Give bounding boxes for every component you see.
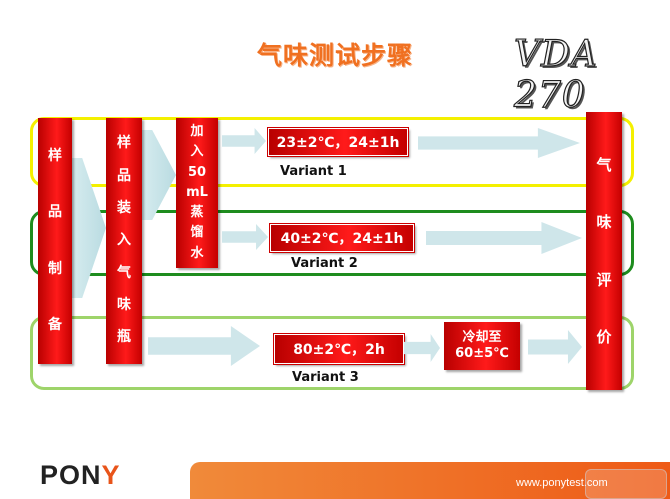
v2-condition-box: 40±2℃，24±1h xyxy=(269,223,415,253)
variant-1-ring xyxy=(30,117,634,187)
variant-3-label: Variant 3 xyxy=(292,370,359,385)
slide-title: 气味测试步骤 xyxy=(256,41,413,70)
sample-prep-box: 样 品 制 备 xyxy=(38,118,72,364)
add-water-box: 加 入 50 mL 蒸 馏 水 xyxy=(176,118,218,268)
load-bottle-char-7: 瓶 xyxy=(117,329,131,346)
variant-2-ring xyxy=(30,210,634,276)
load-bottle-box: 样 品 装 入 气 味 瓶 xyxy=(106,118,142,364)
cool-step-line-2: 60±5℃ xyxy=(455,346,509,361)
sample-prep-char-1: 样 xyxy=(48,147,62,164)
evaluation-char-4: 价 xyxy=(596,328,612,346)
add-water-char-1: 加 xyxy=(190,123,204,139)
add-water-char-4: mL xyxy=(186,184,208,200)
sample-prep-char-3: 制 xyxy=(48,260,62,277)
add-water-char-6: 馏 xyxy=(190,225,204,241)
watermark-logo xyxy=(585,469,667,499)
load-bottle-char-4: 入 xyxy=(117,232,131,249)
load-bottle-char-3: 装 xyxy=(117,200,131,216)
load-bottle-char-6: 味 xyxy=(117,296,131,313)
footer-bar xyxy=(190,462,670,499)
cool-step-box: 冷却至 60±5℃ xyxy=(444,322,520,370)
evaluation-char-2: 味 xyxy=(596,213,612,231)
load-bottle-char-1: 样 xyxy=(117,135,131,152)
pony-logo: PONY xyxy=(40,460,121,491)
variant-1-label: Variant 1 xyxy=(280,164,347,179)
pony-logo-accent: Y xyxy=(101,460,121,490)
v1-condition-box: 23±2℃，24±1h xyxy=(267,127,409,157)
evaluation-box: 气 味 评 价 xyxy=(586,112,622,390)
pony-logo-main: PON xyxy=(40,460,102,490)
variant-2-label: Variant 2 xyxy=(291,256,358,271)
add-water-char-7: 水 xyxy=(190,245,204,261)
load-bottle-char-5: 气 xyxy=(117,264,131,281)
sample-prep-char-4: 备 xyxy=(48,317,62,334)
vda-badge: VDA 270 xyxy=(513,33,598,116)
footer-url[interactable]: www.ponytest.com xyxy=(516,477,608,489)
cool-step-line-1: 冷却至 xyxy=(462,329,502,345)
sample-prep-char-2: 品 xyxy=(48,204,62,221)
add-water-char-2: 入 xyxy=(190,144,204,160)
load-bottle-char-2: 品 xyxy=(117,167,131,184)
evaluation-char-1: 气 xyxy=(596,155,612,174)
variant-3-ring xyxy=(30,316,634,390)
add-water-char-5: 蒸 xyxy=(190,205,204,221)
v3-condition-box: 80±2℃，2h xyxy=(273,333,405,365)
add-water-char-3: 50 xyxy=(187,164,207,180)
evaluation-char-3: 评 xyxy=(596,270,612,289)
